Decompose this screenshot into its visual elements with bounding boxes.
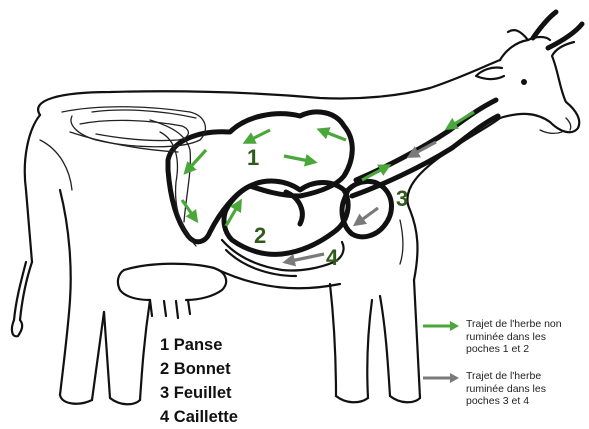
arrow-key-grey-text: Trajet de l'herbe ruminée dans les poche… [466, 370, 576, 408]
grey-arrow [356, 208, 378, 224]
legend-item: 2 Bonnet [160, 357, 238, 381]
green-arrow [320, 130, 346, 140]
grey-arrow [286, 254, 324, 262]
stomach-legend: 1 Panse 2 Bonnet 3 Feuillet 4 Caillette [160, 333, 238, 429]
green-arrow [186, 150, 206, 172]
stomach-number-1: 1 [247, 145, 259, 170]
stomach-number-3: 3 [396, 186, 408, 211]
green-arrow-icon [422, 321, 460, 331]
reticulum-pouch [224, 181, 348, 254]
stomach-number-4: 4 [326, 245, 339, 270]
arrow-key-green-text: Trajet de l'herbe non ruminée dans les p… [466, 318, 576, 356]
green-arrow [448, 112, 474, 128]
green-arrow [284, 156, 314, 162]
grey-arrow-icon [422, 373, 460, 383]
legend-item: 3 Feuillet [160, 381, 238, 405]
green-arrow [246, 130, 270, 142]
stomach-number-2: 2 [254, 223, 266, 248]
legend-item: 1 Panse [160, 333, 238, 357]
legend-item: 4 Caillette [160, 405, 238, 429]
